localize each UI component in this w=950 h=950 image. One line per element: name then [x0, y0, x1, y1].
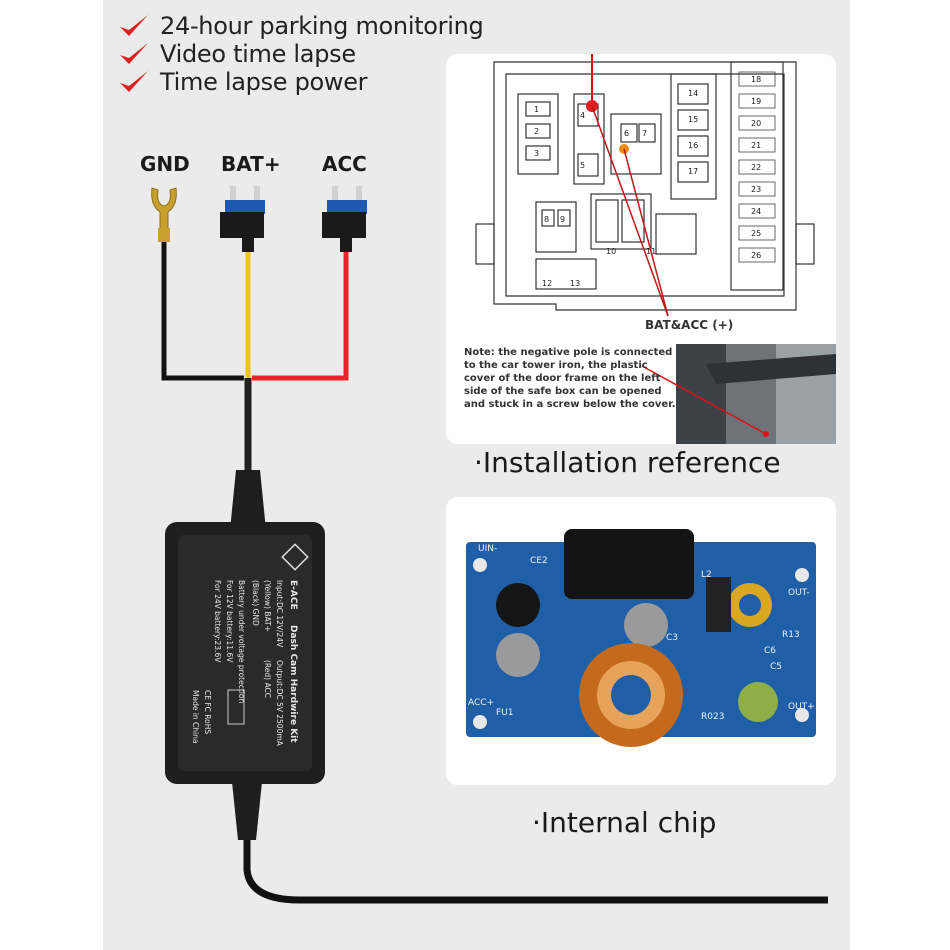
svg-text:OUT-: OUT-: [788, 588, 810, 598]
feature-text: 24-hour parking monitoring: [160, 12, 484, 40]
svg-text:L2: L2: [701, 570, 712, 580]
svg-text:C5: C5: [770, 662, 782, 672]
pcb-image: UIN- CE2 L2 OUT- ACC+ FU1 OUT+ C3 C6 C5 …: [466, 529, 816, 747]
svg-text:10: 10: [606, 247, 616, 256]
feature-text: Video time lapse: [160, 40, 356, 68]
svg-text:14: 14: [688, 89, 698, 98]
device-12v: For 12V battery:11.6V: [225, 580, 234, 663]
svg-text:OUT+: OUT+: [788, 702, 815, 712]
device-label: E-ACE Dash Cam Hardwire Kit Input:DC 12V…: [180, 540, 320, 760]
svg-text:5: 5: [580, 161, 585, 170]
svg-text:13: 13: [570, 279, 580, 288]
device-made-in: Made in China: [191, 690, 200, 744]
device-output: Output:DC 5V 2500mA: [275, 660, 284, 746]
fuse-num: 1: [534, 105, 539, 114]
feature-text: Time lapse power: [160, 68, 368, 96]
device-brand: E-ACE: [288, 580, 298, 610]
svg-text:18: 18: [751, 75, 761, 84]
device-black: (Black) GND: [251, 580, 260, 626]
svg-text:R13: R13: [782, 630, 800, 640]
feature-item: 24-hour parking monitoring: [118, 12, 484, 40]
brand-logo-icon: [281, 543, 309, 571]
strain-relief-bottom: [232, 782, 262, 840]
checkmark-icon: [120, 15, 148, 36]
svg-text:25: 25: [751, 229, 761, 238]
gnd-label: GND: [140, 152, 190, 176]
svg-text:22: 22: [751, 163, 761, 172]
device-yellow: (Yellow) BAT+: [263, 580, 272, 632]
svg-text:6: 6: [624, 129, 629, 138]
svg-text:12: 12: [542, 279, 552, 288]
bat-acc-label: BAT&ACC (+): [645, 318, 734, 332]
feature-list: 24-hour parking monitoring Video time la…: [118, 12, 484, 96]
acc-fuse: [322, 186, 367, 252]
usb-icon: [227, 689, 245, 725]
installation-note: Note: the negative pole is connected to …: [464, 347, 676, 410]
main-cable-bottom: [243, 840, 828, 904]
fuse-box-diagram: 1 2 3 4 5 6 7 8 9 10 11 12 13 14 15 16 1…: [475, 54, 836, 444]
svg-text:16: 16: [688, 141, 698, 150]
svg-text:20: 20: [751, 119, 761, 128]
chip-caption: ·Internal chip: [532, 806, 717, 839]
svg-text:C6: C6: [764, 646, 776, 656]
gnd-fork-terminal: [151, 187, 177, 242]
device-title: Dash Cam Hardwire Kit: [288, 625, 298, 743]
red-wire: [252, 252, 349, 381]
svg-text:7: 7: [642, 129, 647, 138]
bat-fuse: [220, 186, 265, 252]
svg-text:R023: R023: [701, 712, 724, 722]
svg-text:3: 3: [534, 149, 539, 158]
strain-relief-top: [230, 470, 266, 530]
device-24v: For 24V battery:23.6V: [213, 580, 222, 663]
installation-caption: ·Installation reference: [474, 446, 781, 479]
svg-text:15: 15: [688, 115, 698, 124]
svg-text:24: 24: [751, 207, 761, 216]
bat-label: BAT+: [221, 152, 281, 176]
svg-text:CE2: CE2: [530, 556, 548, 566]
svg-text:17: 17: [688, 167, 698, 176]
svg-text:C3: C3: [666, 633, 678, 643]
feature-item: Video time lapse: [118, 40, 483, 68]
acc-label: ACC: [322, 152, 367, 176]
svg-text:ACC+: ACC+: [468, 698, 494, 708]
device-input: Input:DC 12V/24V: [275, 580, 284, 648]
svg-text:26: 26: [751, 251, 761, 260]
svg-text:4: 4: [580, 111, 585, 120]
svg-text:19: 19: [751, 97, 761, 106]
device-protection: Battery under voltage protection: [237, 580, 246, 704]
svg-text:8: 8: [544, 215, 549, 224]
svg-text:23: 23: [751, 185, 761, 194]
svg-text:2: 2: [534, 127, 539, 136]
svg-text:FU1: FU1: [496, 708, 514, 718]
device-marks: CE FC RoHS: [203, 690, 212, 735]
black-wire: [161, 242, 244, 381]
device-red: (Red) ACC: [263, 660, 272, 698]
svg-text:21: 21: [751, 141, 761, 150]
checkmark-icon: [120, 71, 148, 92]
svg-text:9: 9: [560, 215, 565, 224]
checkmark-icon: [120, 43, 148, 64]
feature-item: Time lapse power: [118, 68, 483, 96]
pcb-label-uin: UIN-: [478, 544, 497, 554]
